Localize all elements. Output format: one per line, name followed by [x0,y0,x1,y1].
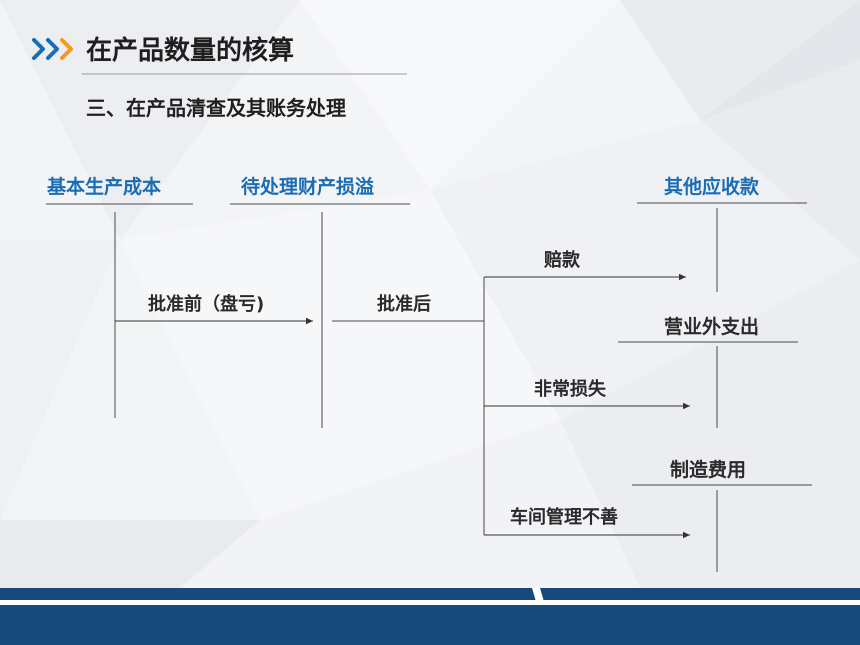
account-other-receivables: 其他应收款 [664,176,760,198]
footer-divider [0,600,860,605]
chevron-arrows-icon [32,38,73,60]
label-before-approval: 批准前（盘亏) [148,294,265,315]
account-pending-assets: 待处理财产损溢 [241,176,375,198]
label-after-approval: 批准后 [377,294,431,315]
label-compensation: 赔款 [544,250,580,271]
footer-notch [532,588,545,605]
footer-band-bottom [0,605,860,645]
account-manufacturing-overhead: 制造费用 [670,459,747,481]
account-production-cost: 基本生产成本 [47,176,162,198]
page-title: 在产品数量的核算 [86,36,295,66]
account-non-operating-expense: 营业外支出 [664,316,760,338]
section-subtitle: 三、在产品清查及其账务处理 [86,96,346,120]
label-extraordinary-loss: 非常损失 [534,379,606,400]
footer-band-top [0,588,860,600]
label-poor-workshop-management: 车间管理不善 [510,507,618,528]
